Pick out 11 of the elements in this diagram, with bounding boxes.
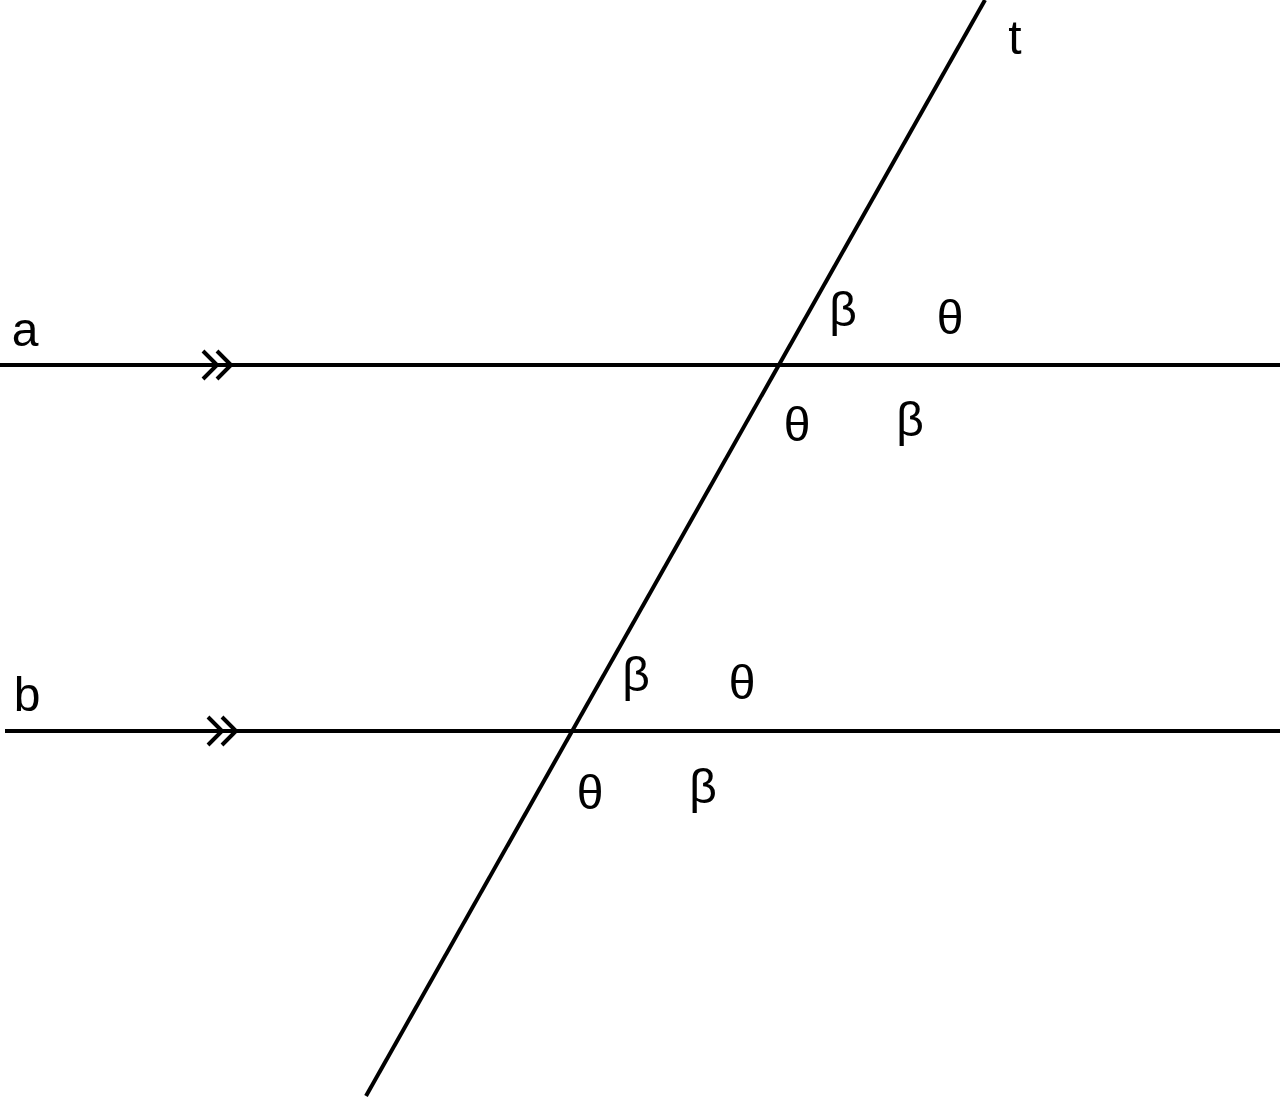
line-label: a: [11, 306, 39, 354]
angle-label: θ: [728, 659, 756, 707]
angle-label: θ: [576, 769, 604, 817]
line-label: b: [13, 671, 41, 719]
angle-label: β: [896, 396, 924, 444]
angle-label: θ: [936, 294, 964, 342]
line-label: t: [1008, 14, 1022, 62]
angle-label: θ: [783, 401, 811, 449]
angle-label: β: [622, 651, 650, 699]
angle-label: β: [829, 286, 857, 334]
angle-label: β: [689, 763, 717, 811]
